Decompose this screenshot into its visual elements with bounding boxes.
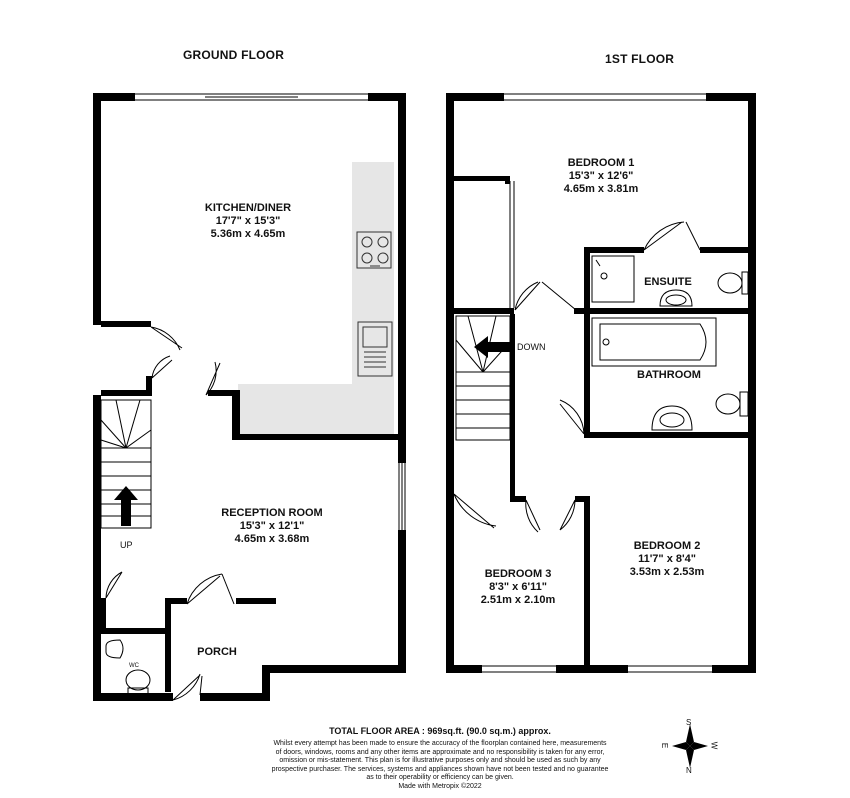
disclaimer-line: prospective purchaser. The services, sys… (271, 765, 609, 773)
bedroom3-metric: 2.51m x 2.10m (480, 594, 556, 606)
first-outer-walls (446, 93, 756, 673)
bathtub-icon (591, 317, 717, 367)
disclaimer: Whilst every attempt has been made to en… (250, 740, 630, 792)
compass-north-label: N (686, 766, 692, 775)
kitchen-counter (238, 162, 394, 434)
ground-outer-walls (93, 93, 406, 701)
floorplan-footer: TOTAL FLOOR AREA : 969sq.ft. (90.0 sq.m.… (250, 726, 630, 792)
ground-floor-plan (93, 93, 406, 701)
bedroom1-imperial: 15'3" x 12'6" (568, 170, 634, 182)
ensuite-basin-icon (659, 289, 693, 307)
wc-label: WC (129, 663, 139, 669)
bedroom2-label: BEDROOM 2 11'7" x 8'4" 3.53m x 2.53m (630, 540, 705, 579)
kitchen-metric: 5.36m x 4.65m (210, 228, 286, 240)
disclaimer-line: as to their operability or efficiency ca… (366, 774, 514, 782)
kitchen-sink-icon (357, 321, 393, 377)
ground-windows (135, 93, 406, 673)
wardrobe (509, 181, 515, 308)
ground-doors (105, 326, 235, 701)
ensuite-toilet-icon (717, 271, 749, 295)
kitchen-name: KITCHEN/DINER (204, 202, 292, 214)
ensuite-name: ENSUITE (644, 276, 692, 288)
compass-south-label: S (686, 718, 692, 727)
bathroom-basin-icon (651, 405, 693, 431)
bathroom-name: BATHROOM (637, 369, 701, 381)
bedroom1-label: BEDROOM 1 15'3" x 12'6" 4.65m x 3.81m (564, 157, 639, 196)
ground-internal-walls (101, 321, 398, 692)
compass-icon (672, 724, 708, 768)
disclaimer-line: of doors, windows, rooms and any other i… (275, 748, 605, 756)
first-floor-plan (446, 93, 756, 673)
stairs-down-arrow-icon (474, 336, 512, 358)
first-windows (482, 93, 712, 673)
reception-imperial: 15'3" x 12'1" (239, 520, 305, 532)
bathroom-label: BATHROOM (637, 369, 701, 382)
bedroom2-metric: 3.53m x 2.53m (629, 566, 705, 578)
reception-label: RECEPTION ROOM 15'3" x 12'1" 4.65m x 3.6… (221, 507, 322, 546)
disclaimer-line: Whilst every attempt has been made to en… (273, 740, 607, 747)
bedroom3-label: BEDROOM 3 8'3" x 6'11" 2.51m x 2.10m (481, 568, 556, 607)
toilet-icon (105, 639, 151, 695)
kitchen-label: KITCHEN/DINER 17'7" x 15'3" 5.36m x 4.65… (205, 202, 291, 241)
reception-name: RECEPTION ROOM (221, 507, 323, 519)
total-floor-area: TOTAL FLOOR AREA : 969sq.ft. (90.0 sq.m.… (329, 726, 551, 736)
stairs-down-label: DOWN (517, 342, 546, 352)
first-doors (453, 221, 701, 533)
hob-icon (356, 231, 392, 269)
stairs-up-label: UP (120, 540, 133, 550)
kitchen-imperial: 17'7" x 15'3" (215, 215, 281, 227)
stairs-up-arrow-icon (114, 486, 138, 526)
bedroom1-name: BEDROOM 1 (567, 157, 635, 169)
first-internal-walls (454, 176, 748, 666)
porch-label: PORCH (197, 646, 237, 659)
bedroom3-imperial: 8'3" x 6'11" (489, 581, 547, 593)
bedroom3-name: BEDROOM 3 (484, 568, 552, 580)
ensuite-label: ENSUITE (644, 276, 692, 289)
compass-west-label: W (709, 741, 719, 750)
ground-floor-title: GROUND FLOOR (183, 48, 285, 62)
first-floor-title: 1ST FLOOR (605, 52, 675, 66)
reception-metric: 4.65m x 3.68m (234, 533, 310, 545)
compass-east-label: E (660, 742, 670, 749)
disclaimer-line: omission or mis-statement. This plan is … (279, 757, 601, 765)
first-stairs (455, 315, 511, 441)
bedroom2-imperial: 11'7" x 8'4" (638, 553, 696, 565)
shower-tray-icon (591, 255, 635, 303)
disclaimer-line: Made with Metropix ©2022 (398, 782, 482, 790)
bedroom1-metric: 4.65m x 3.81m (563, 183, 639, 195)
bathroom-toilet-icon (715, 391, 749, 417)
bedroom2-name: BEDROOM 2 (633, 540, 701, 552)
porch-name: PORCH (197, 646, 237, 658)
